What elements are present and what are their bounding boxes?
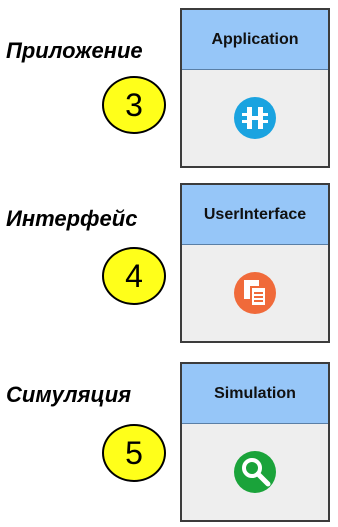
application-panel-body <box>182 70 328 166</box>
simulation-panel[interactable]: Simulation <box>180 362 330 522</box>
simulation-group: Симуляция 5 Simulation <box>0 362 338 522</box>
step-4-badge: 4 <box>102 247 166 305</box>
application-group: Приложение 3 Application <box>0 8 338 168</box>
simulation-panel-header: Simulation <box>182 364 328 424</box>
application-label: Приложение <box>6 38 143 63</box>
user-interface-panel-body <box>182 245 328 341</box>
step-3-badge: 3 <box>102 76 166 134</box>
user-interface-group: Интерфейс 4 UserInterface <box>0 183 338 343</box>
user-interface-icon <box>234 272 276 314</box>
application-panel-header: Application <box>182 10 328 70</box>
user-interface-panel[interactable]: UserInterface <box>180 183 330 343</box>
user-interface-label: Интерфейс <box>6 206 138 231</box>
step-5-badge: 5 <box>102 424 166 482</box>
user-interface-panel-header: UserInterface <box>182 185 328 245</box>
simulation-icon <box>234 451 276 493</box>
application-icon <box>234 97 276 139</box>
application-panel[interactable]: Application <box>180 8 330 168</box>
simulation-panel-body <box>182 424 328 520</box>
simulation-label: Симуляция <box>6 382 132 407</box>
